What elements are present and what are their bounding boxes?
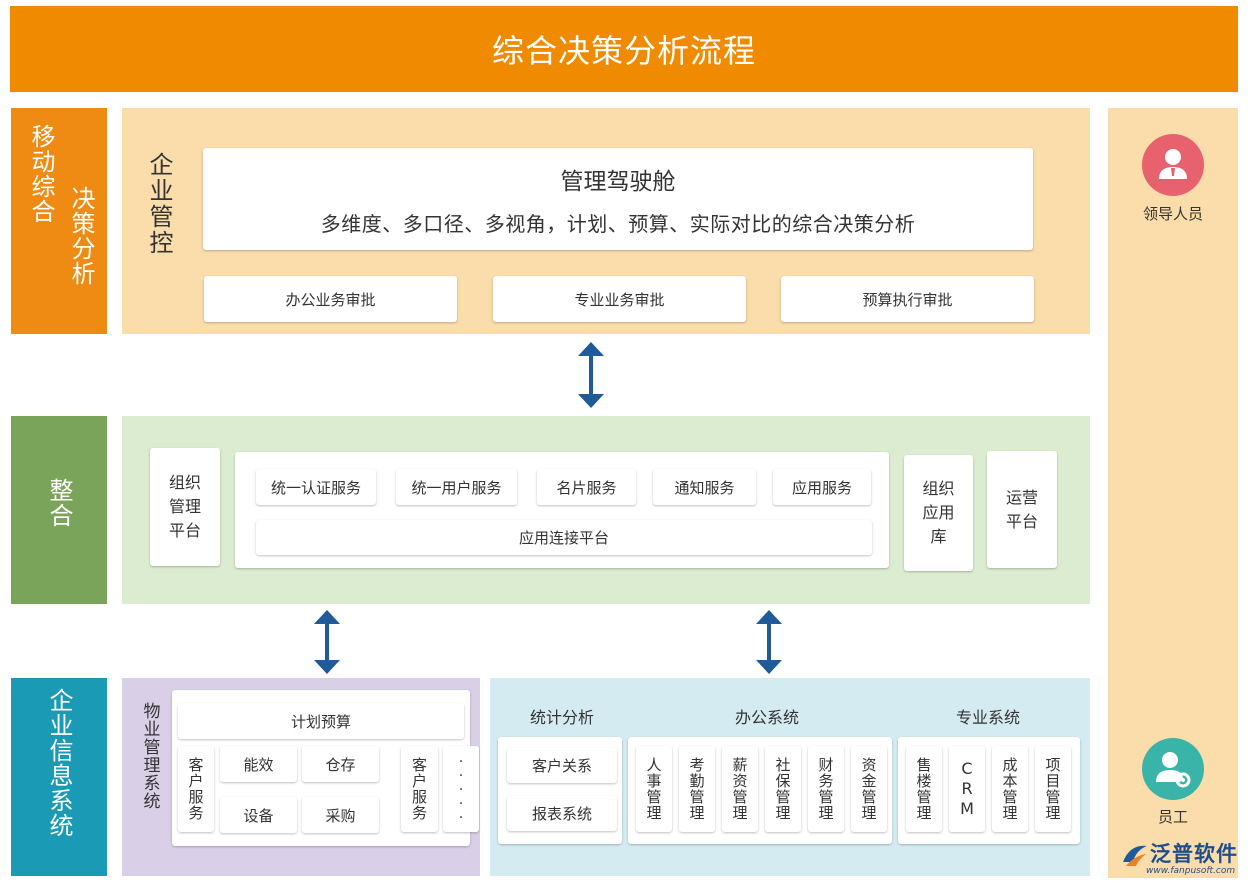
fanpu-logo-icon [1123,845,1147,866]
pro-crm[interactable]: CRM [949,746,985,832]
stats-title: 统计分析 [529,708,594,727]
purchasing[interactable]: 采购 [302,797,379,833]
warehouse[interactable]: 仓存 [302,746,379,782]
cockpit-title: 管理驾驶舱 [560,168,676,195]
leader-avatar [1142,134,1204,196]
service-auth[interactable]: 统一认证服务 [256,469,376,505]
customer-service-right[interactable]: 客户服务 [401,746,438,832]
arrow-top-middle [578,342,604,408]
bottom-layer-label [11,678,107,876]
leader-person-icon [1159,149,1187,179]
org-platform[interactable]: 组织管理平台 [150,448,220,566]
more-items[interactable]: ····· [443,746,479,832]
pro-cost[interactable]: 成本管理 [992,746,1028,832]
logo: 泛普软件 www.fanpusoft.com [1120,838,1246,884]
customer-service-left[interactable]: 客户服务 [178,746,214,832]
pro-project[interactable]: 项目管理 [1035,746,1071,832]
logo-name: 泛普软件 [1150,842,1238,866]
energy-efficiency[interactable]: 能效 [220,746,297,782]
office-hr[interactable]: 人事管理 [636,746,672,832]
middle-label: 整合 [45,478,73,528]
approval-budget[interactable]: 预算执行审批 [781,276,1034,322]
service-user[interactable]: 统一用户服务 [396,469,517,505]
top-label-col2: 决策分析 [67,186,95,286]
logo-url: www.fanpusoft.com [1146,866,1236,876]
cockpit-box: 管理驾驶舱 多维度、多口径、多视角，计划、预算、实际对比的综合决策分析 [203,148,1033,250]
office-finance[interactable]: 财务管理 [808,746,844,832]
org-app-library[interactable]: 组织应用库 [904,455,973,571]
plan-budget[interactable]: 计划预算 [178,703,464,739]
top-label-col1: 移动综合 [27,124,55,224]
office-container [628,737,892,844]
top-section-label: 企业管控 [145,152,173,256]
office-funds[interactable]: 资金管理 [851,746,887,832]
service-app[interactable]: 应用服务 [773,469,871,505]
staff-gear-person-icon [1156,752,1191,788]
office-attendance[interactable]: 考勤管理 [679,746,715,832]
service-notify[interactable]: 通知服务 [653,469,756,505]
office-payroll[interactable]: 薪资管理 [722,746,758,832]
page-title: 综合决策分析流程 [491,32,756,70]
header-bar: 综合决策分析流程 [10,6,1238,92]
staff-label: 员工 [1157,808,1188,826]
top-layer-label [11,108,107,334]
service-card[interactable]: 名片服务 [537,469,636,505]
bottom-label: 企业信息系统 [45,688,73,838]
office-social-security[interactable]: 社保管理 [765,746,801,832]
pro-title: 专业系统 [955,708,1020,727]
property-title: 物业管理系统 [139,702,160,810]
report-system[interactable]: 报表系统 [507,796,617,831]
ops-platform[interactable]: 运营平台 [987,451,1057,568]
office-title: 办公系统 [734,708,799,727]
cockpit-desc: 多维度、多口径、多视角，计划、预算、实际对比的综合决策分析 [320,211,916,236]
equipment[interactable]: 设备 [220,797,297,833]
customer-relations[interactable]: 客户关系 [507,748,617,783]
pro-sales[interactable]: 售楼管理 [906,746,942,832]
app-connect-platform[interactable]: 应用连接平台 [256,520,872,555]
middle-layer-label [11,416,107,604]
leader-label: 领导人员 [1142,205,1203,223]
staff-avatar [1142,738,1204,800]
approval-office[interactable]: 办公业务审批 [204,276,457,322]
arrow-middle-bottom-right [756,610,782,674]
arrow-middle-bottom-left [314,610,340,674]
approval-professional[interactable]: 专业业务审批 [493,276,746,322]
